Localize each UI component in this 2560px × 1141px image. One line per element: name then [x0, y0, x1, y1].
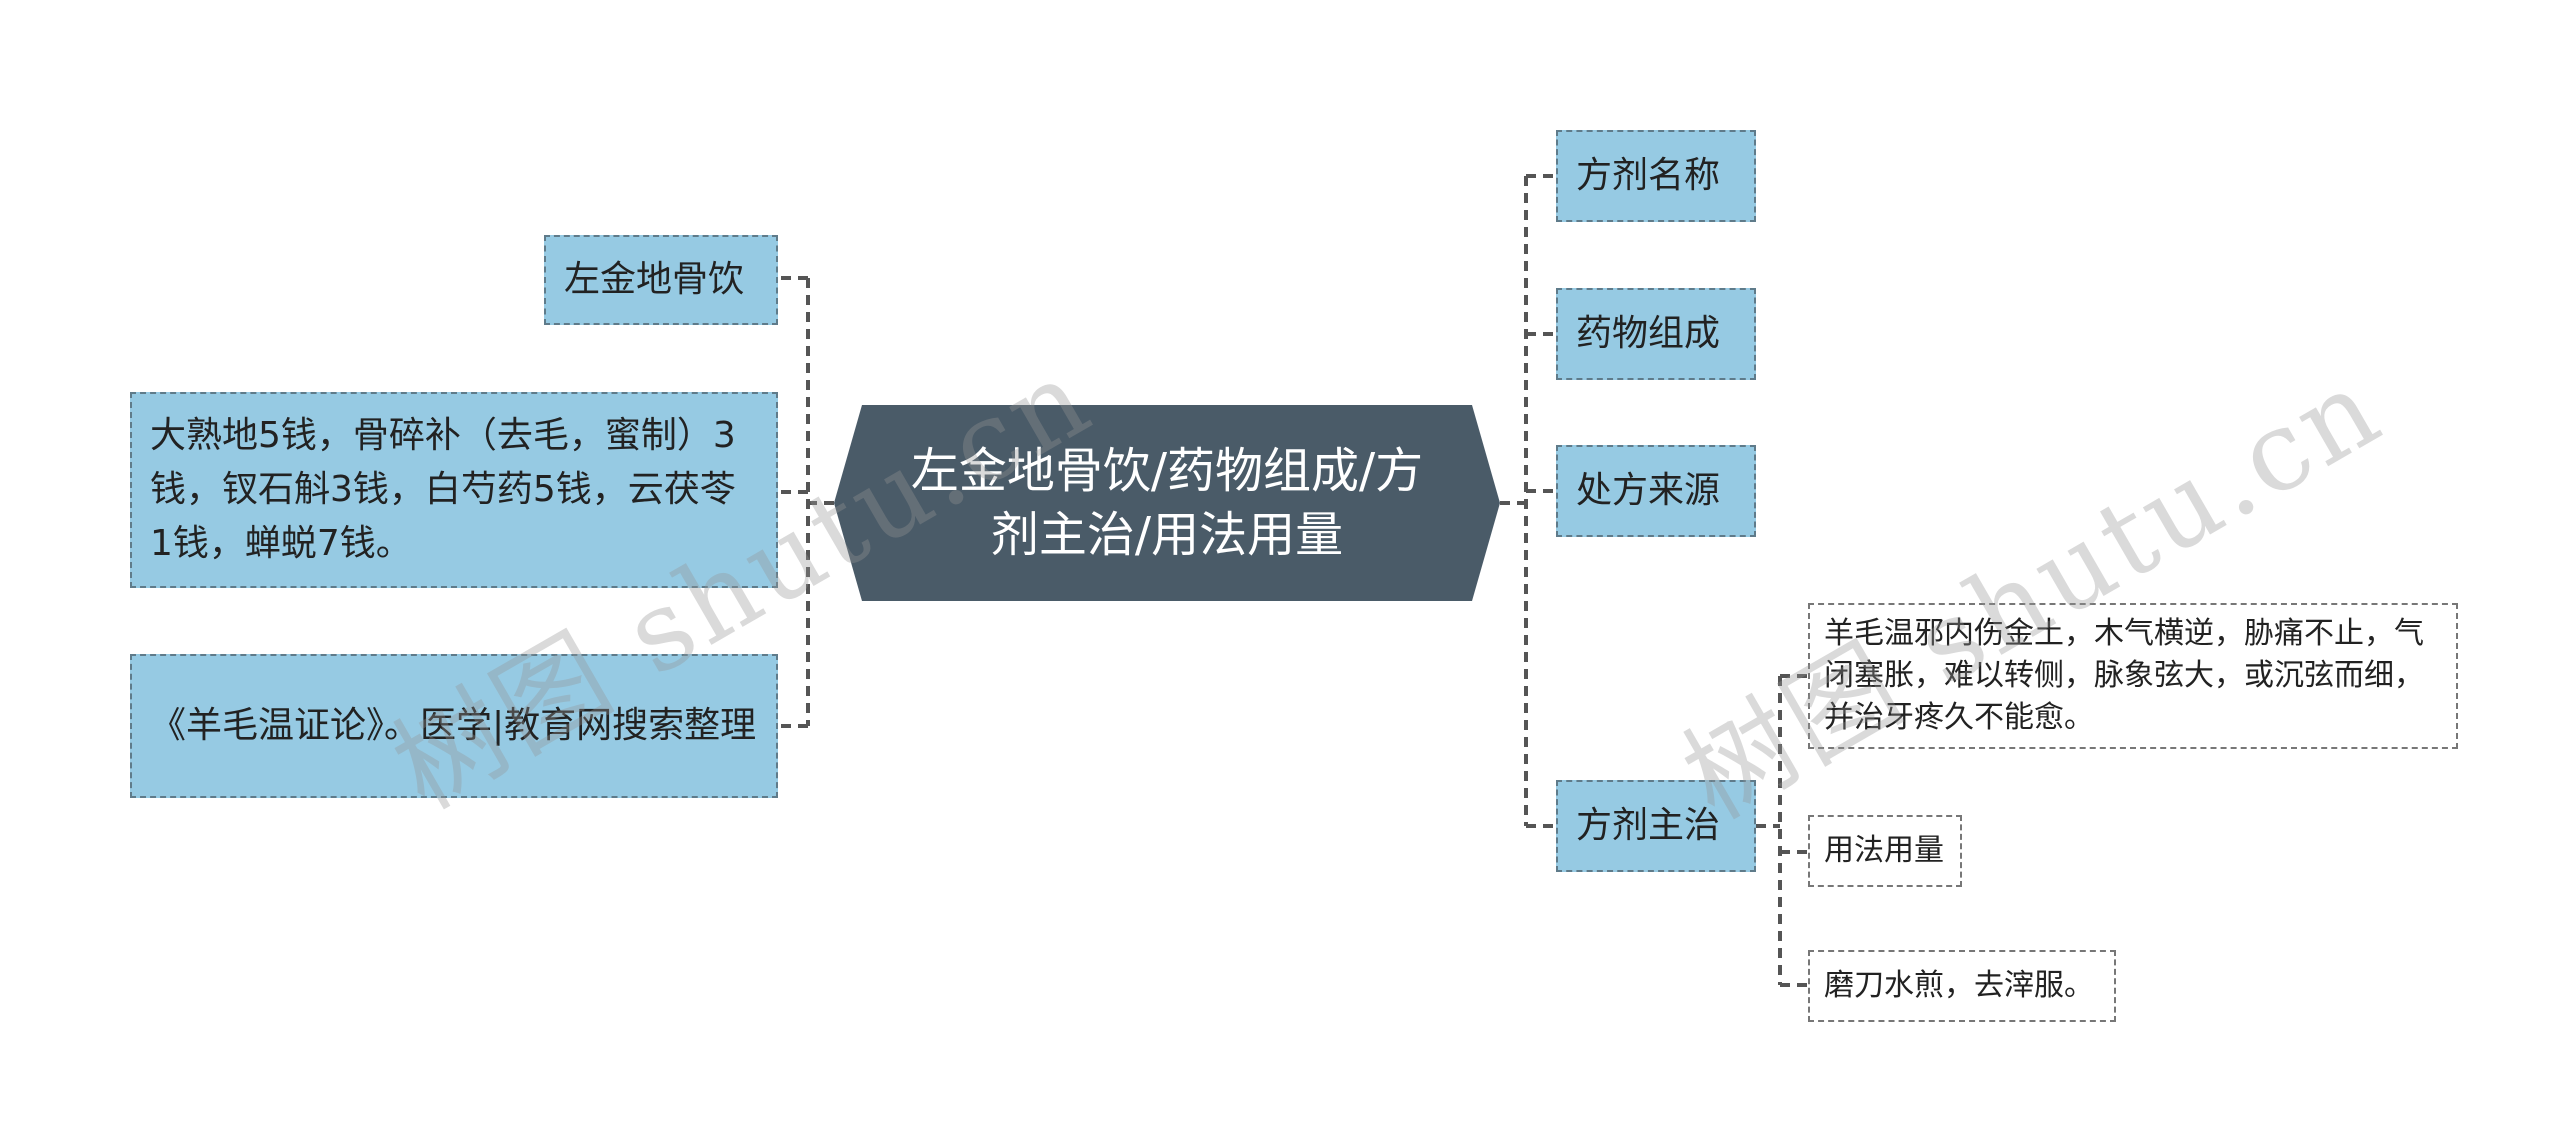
- root-node[interactable]: 左金地骨饮/药物组成/方剂主治/用法用量: [834, 405, 1500, 601]
- right-node-label: 方剂主治: [1576, 805, 1721, 846]
- sub-node-label: 磨刀水煎，去滓服。: [1824, 968, 2094, 1003]
- left-node-label: 左金地骨饮: [564, 259, 745, 300]
- right-node-label: 药物组成: [1576, 313, 1721, 354]
- left-node-label: 大熟地5钱，骨碎补（去毛，蜜制）3钱，钗石斛3钱，白芍药5钱，云茯苓1钱，蝉蜕7…: [150, 415, 736, 564]
- sub-node-label: 用法用量: [1824, 833, 1944, 868]
- right-node-label: 处方来源: [1576, 470, 1721, 511]
- watermark: 树图 shutu.cn: [1663, 342, 2403, 844]
- left-node-formula-name[interactable]: 左金地骨饮: [544, 235, 778, 325]
- sub-node-preparation[interactable]: 磨刀水煎，去滓服。: [1808, 950, 2116, 1022]
- right-node-source[interactable]: 处方来源: [1556, 445, 1756, 537]
- left-node-source[interactable]: 《羊毛温证论》。医学|教育网搜索整理: [130, 654, 778, 798]
- left-node-label: 《羊毛温证论》。医学|教育网搜索整理: [150, 705, 757, 746]
- sub-node-label: 羊毛温邪内伤金土，木气横逆，胁痛不止，气闭塞胀，难以转侧，脉象弦大，或沉弦而细，…: [1824, 616, 2424, 735]
- right-node-label: 方剂名称: [1576, 155, 1721, 196]
- sub-node-indications-text[interactable]: 羊毛温邪内伤金土，木气横逆，胁痛不止，气闭塞胀，难以转侧，脉象弦大，或沉弦而细，…: [1808, 603, 2458, 749]
- right-node-indications[interactable]: 方剂主治: [1556, 780, 1756, 872]
- root-node-label: 左金地骨饮/药物组成/方剂主治/用法用量: [910, 443, 1424, 563]
- right-node-ingredients[interactable]: 药物组成: [1556, 288, 1756, 380]
- left-node-ingredients[interactable]: 大熟地5钱，骨碎补（去毛，蜜制）3钱，钗石斛3钱，白芍药5钱，云茯苓1钱，蝉蜕7…: [130, 392, 778, 588]
- root-node-shape: [834, 405, 1500, 601]
- right-node-formula-name[interactable]: 方剂名称: [1556, 130, 1756, 222]
- sub-node-dosage[interactable]: 用法用量: [1808, 815, 1962, 887]
